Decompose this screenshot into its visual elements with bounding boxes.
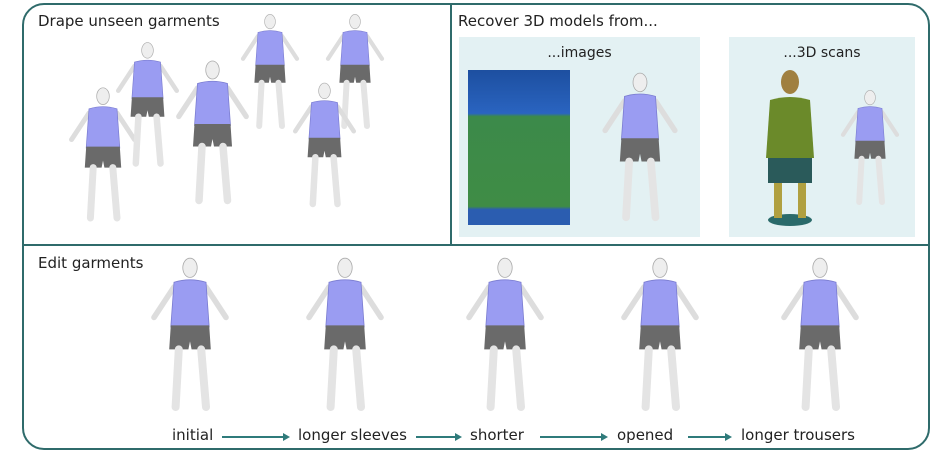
step-opened: opened <box>617 426 674 444</box>
step-shorter: shorter <box>470 426 524 444</box>
figure-frame <box>22 3 930 450</box>
edit-figure-shorter <box>465 255 545 415</box>
draped-figure <box>115 40 180 170</box>
step-longer-trousers: longer trousers <box>741 426 855 444</box>
arrow-icon <box>688 433 732 440</box>
divider-vertical <box>450 4 452 246</box>
arrow-icon <box>222 433 290 440</box>
edit-figure-longer-sleeves <box>305 255 385 415</box>
edit-figure-opened <box>620 255 700 415</box>
step-initial: initial <box>172 426 214 444</box>
drape-title: Drape unseen garments <box>38 12 220 30</box>
edit-figure-longer-trousers <box>780 255 860 415</box>
scans-label: ...3D scans <box>783 45 861 61</box>
draped-figure <box>175 58 250 208</box>
recover-title: Recover 3D models from... <box>458 12 658 30</box>
draped-figure <box>292 78 357 213</box>
divider-horizontal <box>23 244 929 246</box>
draped-figure <box>240 12 300 132</box>
arrow-icon <box>540 433 608 440</box>
arrow-icon <box>416 433 462 440</box>
step-longer-sleeves: longer sleeves <box>298 426 407 444</box>
edit-figure-initial <box>150 255 230 415</box>
recovered-model-image <box>600 70 680 225</box>
recovered-model-scan <box>840 68 900 228</box>
images-label: ...images <box>547 45 612 61</box>
input-photo <box>468 70 570 225</box>
input-scan <box>766 70 814 226</box>
edit-title: Edit garments <box>38 254 144 272</box>
